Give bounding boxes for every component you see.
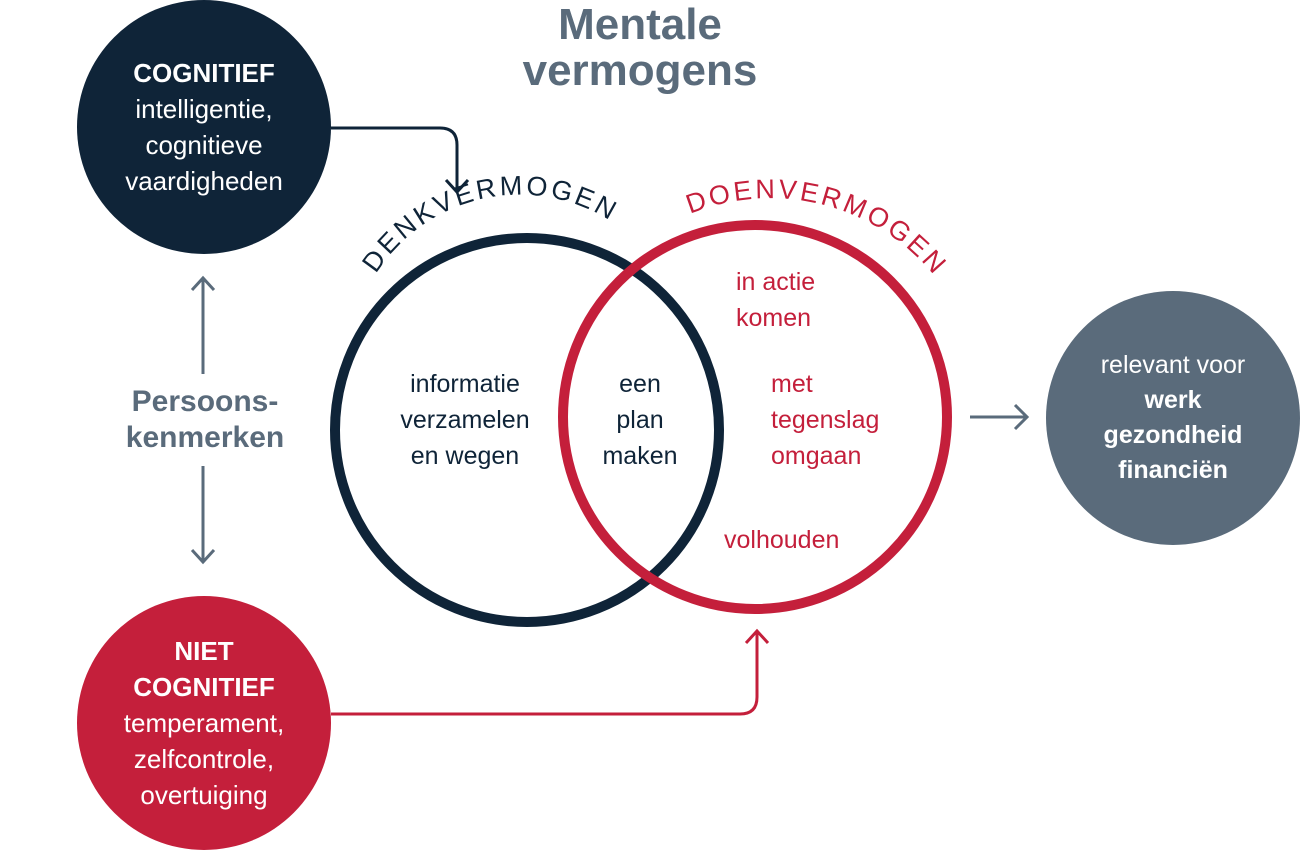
cognitief-line-1: intelligentie,: [135, 94, 273, 124]
denk-line-2: verzamelen: [400, 406, 530, 434]
doen-item2-line-1: met: [771, 370, 813, 398]
niet-cognitief-heading-1: NIET: [174, 636, 234, 666]
relevant-item-gezondheid: gezondheid: [1103, 421, 1243, 449]
relevant-intro: relevant voor: [1100, 351, 1246, 379]
arrow-right-icon: [1013, 403, 1030, 431]
relevant-item-financien: financiën: [1118, 456, 1228, 484]
arrowhead-niet-icon: [744, 628, 770, 645]
relevant-circle: relevant voor werk gezondheid financiën: [1046, 291, 1300, 545]
niet-cognitief-line-2: zelfcontrole,: [133, 744, 275, 774]
arrow-up-icon: [190, 275, 216, 292]
doen-item2-line-2: tegenslag: [771, 406, 880, 434]
arrowhead-cognitief-icon: [444, 178, 470, 195]
cognitief-line-3: vaardigheden: [125, 166, 283, 196]
overlap-text: een plan maken: [580, 366, 700, 474]
overlap-line-2: plan: [616, 406, 664, 434]
persoonskenmerken-line-1: Persoons-: [131, 385, 279, 418]
niet-cognitief-heading-2: COGNITIEF: [133, 672, 275, 702]
cognitief-line-2: cognitieve: [145, 130, 263, 160]
niet-cognitief-circle: NIET COGNITIEF temperament, zelfcontrole…: [77, 596, 331, 850]
doen-item2-line-3: omgaan: [771, 442, 862, 470]
denkvermogen-label: DENKVERMOGEN: [356, 170, 621, 277]
doen-item-in-actie: in actie komen: [736, 264, 896, 336]
doen-item-tegenslag: met tegenslag omgaan: [771, 366, 941, 474]
relevant-item-werk: werk: [1144, 386, 1202, 414]
overlap-line-3: maken: [602, 442, 678, 470]
doenvermogen-circle: [558, 220, 952, 614]
arrow-cognitief-to-denk: [331, 126, 459, 190]
doen-item-volhouden: volhouden: [724, 526, 840, 554]
cognitief-circle: COGNITIEF intelligentie, cognitieve vaar…: [77, 0, 331, 254]
title-line-1: Mentale: [558, 0, 722, 49]
arrow-niet-to-doen: [331, 632, 759, 716]
persoonskenmerken-line-2: kenmerken: [125, 421, 285, 454]
denkvermogen-circle: [330, 233, 724, 627]
cognitief-heading: COGNITIEF: [133, 58, 275, 88]
denkvermogen-text: informatie verzamelen en wegen: [370, 366, 560, 474]
niet-cognitief-line-1: temperament,: [123, 708, 285, 738]
denk-line-1: informatie: [410, 370, 520, 398]
overlap-line-1: een: [619, 370, 661, 398]
doen-item1-line-2: komen: [736, 304, 812, 332]
page-title: Mentale vermogens: [440, 2, 840, 94]
svg-text:DENKVERMOGEN: DENKVERMOGEN: [356, 170, 624, 277]
persoonskenmerken-label: Persoons- kenmerken: [105, 384, 305, 456]
title-line-2: vermogens: [522, 46, 758, 95]
arrow-down-icon: [190, 548, 216, 565]
denk-line-3: en wegen: [410, 442, 520, 470]
niet-cognitief-line-3: overtuiging: [140, 780, 268, 810]
doen-item1-line-1: in actie: [736, 268, 816, 296]
